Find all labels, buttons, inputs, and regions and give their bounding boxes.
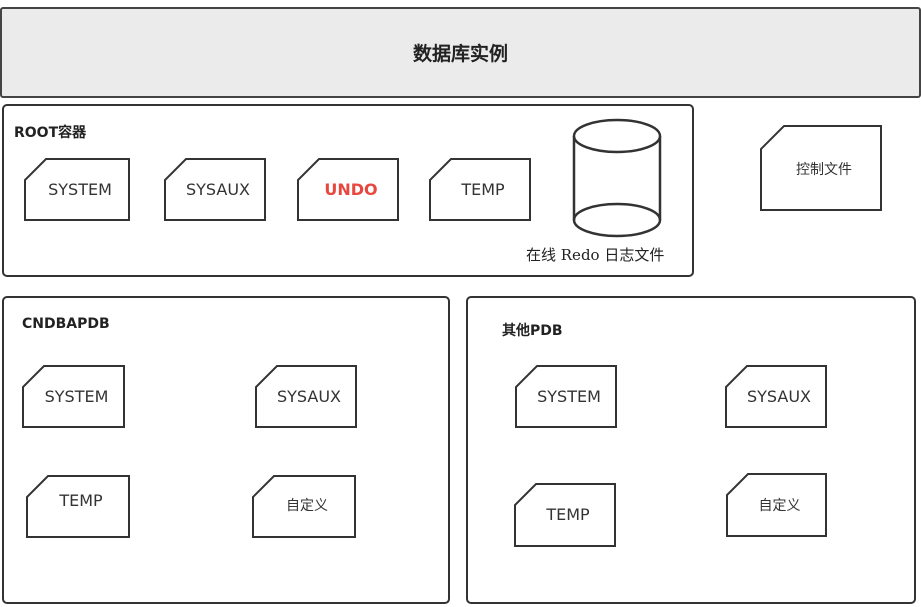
other-pdb-file-custom: 自定义 [726, 473, 827, 537]
cndbapdb-container: CNDBAPDB SYSTEM SYSAUX TEMP 自定义 [2, 296, 450, 604]
cndbapdb-file-sysaux: SYSAUX [255, 365, 357, 428]
database-cylinder-icon [572, 118, 662, 238]
root-file-undo: UNDO [297, 158, 399, 221]
datafile-icon [26, 475, 130, 538]
cndbapdb-file-system: SYSTEM [22, 365, 125, 428]
other-pdb-file-sysaux-label: SYSAUX [747, 387, 811, 406]
datafile-icon [252, 475, 356, 538]
root-container-title: ROOT容器 [14, 125, 87, 141]
other-pdb-file-system: SYSTEM [515, 365, 617, 428]
root-file-sysaux: SYSAUX [164, 158, 266, 221]
root-container: ROOT容器 SYSTEM SYSAUX UNDO TEMP 在线 Redo 日… [2, 104, 694, 277]
root-file-sysaux-label: SYSAUX [186, 180, 250, 199]
root-file-system: SYSTEM [24, 158, 130, 221]
instance-title: 数据库实例 [412, 43, 508, 65]
datafile-icon [22, 365, 125, 428]
datafile-icon [515, 365, 617, 428]
root-file-temp-label: TEMP [461, 180, 505, 199]
root-file-temp: TEMP [429, 158, 531, 221]
datafile-icon [164, 158, 266, 221]
other-pdb-file-system-label: SYSTEM [537, 387, 601, 406]
datafile-icon [255, 365, 357, 428]
redo-log-caption: 在线 Redo 日志文件 [526, 246, 665, 264]
other-pdb-container: 其他PDB SYSTEM SYSAUX TEMP 自定义 [466, 296, 916, 604]
root-file-undo-label: UNDO [324, 180, 378, 199]
datafile-icon [725, 365, 827, 428]
cndbapdb-file-system-label: SYSTEM [44, 387, 109, 406]
control-file: 控制文件 [760, 125, 882, 211]
database-instance-header: 数据库实例 [0, 7, 921, 98]
datafile-icon [24, 158, 130, 221]
other-pdb-title: 其他PDB [502, 323, 563, 339]
redo-log-cylinder [571, 116, 663, 240]
datafile-icon [760, 125, 882, 211]
control-file-label: 控制文件 [796, 162, 852, 178]
cndbapdb-file-custom-label: 自定义 [286, 498, 328, 514]
datafile-icon [297, 158, 399, 221]
other-pdb-file-sysaux: SYSAUX [725, 365, 827, 428]
cndbapdb-title: CNDBAPDB [22, 316, 110, 332]
datafile-icon [726, 473, 827, 537]
datafile-icon [514, 483, 616, 547]
datafile-icon [429, 158, 531, 221]
cndbapdb-file-temp-label: TEMP [59, 491, 103, 510]
cndbapdb-file-custom: 自定义 [252, 475, 356, 538]
other-pdb-file-custom-label: 自定义 [758, 498, 801, 514]
cndbapdb-file-temp: TEMP [26, 475, 130, 538]
root-file-system-label: SYSTEM [48, 180, 112, 199]
other-pdb-file-temp-label: TEMP [546, 505, 590, 524]
cndbapdb-file-sysaux-label: SYSAUX [277, 387, 341, 406]
other-pdb-file-temp: TEMP [514, 483, 616, 547]
